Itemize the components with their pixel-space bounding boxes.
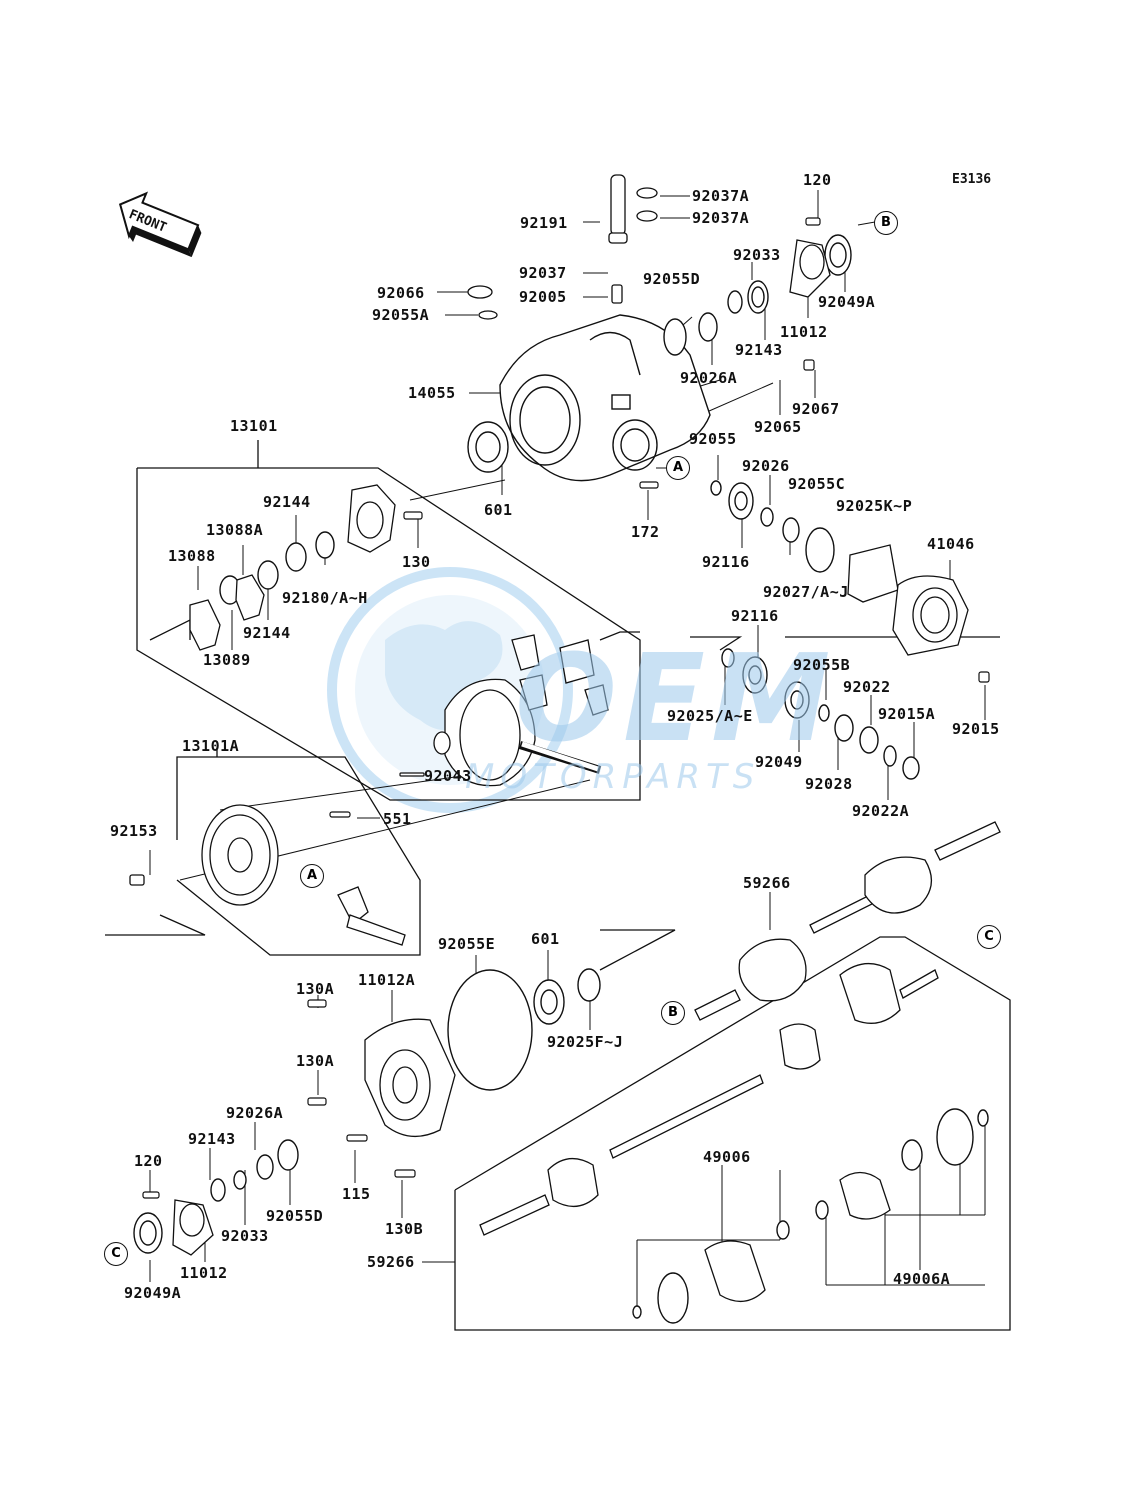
part-number: 92055D — [266, 1207, 324, 1225]
part-number: 92043 — [424, 767, 472, 785]
part-number: 92049 — [755, 753, 803, 771]
part-number: 92022A — [852, 802, 910, 820]
part-number: 11012A — [358, 971, 416, 989]
part-number: 92116 — [702, 553, 750, 571]
ref-circle-b: B — [661, 1001, 685, 1025]
part-number: 172 — [631, 523, 660, 541]
part-number: 120 — [134, 1152, 163, 1170]
part-number: 92055C — [788, 475, 846, 493]
part-number: 92027/A~J — [763, 583, 849, 601]
part-number: 59266 — [743, 874, 791, 892]
part-number: 92055D — [643, 270, 701, 288]
part-number: 92143 — [735, 341, 783, 359]
diagram-code: E3136 — [952, 172, 992, 187]
part-number: 92005 — [519, 288, 567, 306]
part-number: 13101A — [182, 737, 240, 755]
pinion-gear — [337, 886, 406, 946]
part-number: 92055A — [372, 306, 430, 324]
ref-circle-b: B — [874, 211, 898, 235]
ref-circle-a: A — [666, 456, 690, 480]
ref-circle-c: C — [104, 1242, 128, 1266]
part-number: 92033 — [733, 246, 781, 264]
part-number: 13089 — [203, 651, 251, 669]
flange-plates — [172, 239, 969, 1256]
ref-circle-a: A — [300, 864, 324, 888]
part-number: 92028 — [805, 775, 853, 793]
part-number: 92025F~J — [547, 1033, 624, 1051]
part-number: 92067 — [792, 400, 840, 418]
part-number: 130A — [296, 1052, 335, 1070]
part-number: 92026 — [742, 457, 790, 475]
watermark-globe — [327, 567, 573, 813]
part-number: 92015A — [878, 705, 936, 723]
part-number: 92144 — [243, 624, 291, 642]
part-number: 92049A — [818, 293, 876, 311]
ring-gear — [129, 804, 279, 906]
part-number: 92037A — [692, 209, 750, 227]
part-number: 92055E — [438, 935, 496, 953]
part-number: 601 — [531, 930, 560, 948]
part-number: 92153 — [110, 822, 158, 840]
part-number: 92144 — [263, 493, 311, 511]
part-number: 92066 — [377, 284, 425, 302]
part-number: 92026A — [226, 1104, 284, 1122]
part-number: 92015 — [952, 720, 1000, 738]
part-number: 601 — [484, 501, 513, 519]
part-number: 14055 — [408, 384, 456, 402]
bolts — [142, 217, 990, 1199]
breather-tube — [608, 174, 628, 304]
clamps — [467, 187, 658, 320]
differential-housing — [499, 314, 711, 482]
differential-case — [433, 634, 609, 787]
part-number: 92037 — [519, 264, 567, 282]
front-arrow-icon — [118, 191, 202, 258]
seals-rings — [133, 234, 989, 1324]
part-number: 92055B — [793, 656, 851, 674]
part-number: 11012 — [180, 1264, 228, 1282]
part-number: 13101 — [230, 417, 278, 435]
part-number: 130B — [385, 1220, 424, 1238]
part-number: 13088 — [168, 547, 216, 565]
part-number: 41046 — [927, 535, 975, 553]
part-number: 92143 — [188, 1130, 236, 1148]
ref-circle-c: C — [977, 925, 1001, 949]
part-number: 92026A — [680, 369, 738, 387]
part-number: 92033 — [221, 1227, 269, 1245]
part-number: 551 — [383, 810, 412, 828]
part-number: 92049A — [124, 1284, 182, 1302]
part-number: 92055 — [689, 430, 737, 448]
part-number: 92116 — [731, 607, 779, 625]
part-number: 92065 — [754, 418, 802, 436]
part-number: 115 — [342, 1185, 371, 1203]
part-number: 92191 — [520, 214, 568, 232]
part-number: 92037A — [692, 187, 750, 205]
assembly-outlines — [105, 440, 1011, 1331]
part-number: 59266 — [367, 1253, 415, 1271]
part-number: 13088A — [206, 521, 264, 539]
part-number: 92025K~P — [836, 497, 913, 515]
drive-shafts — [479, 821, 1001, 1302]
part-number: 49006 — [703, 1148, 751, 1166]
part-number: 49006A — [893, 1270, 951, 1288]
part-number: 92180/A~H — [282, 589, 368, 607]
part-number: 11012 — [780, 323, 828, 341]
part-number: 130 — [402, 553, 431, 571]
part-number: 92022 — [843, 678, 891, 696]
part-number: 92025/A~E — [667, 707, 753, 725]
watermark-brand: OEM — [515, 630, 837, 769]
watermark-sub: MOTORPARTS — [465, 757, 761, 797]
part-number: 120 — [803, 171, 832, 189]
part-number: 130A — [296, 980, 335, 998]
